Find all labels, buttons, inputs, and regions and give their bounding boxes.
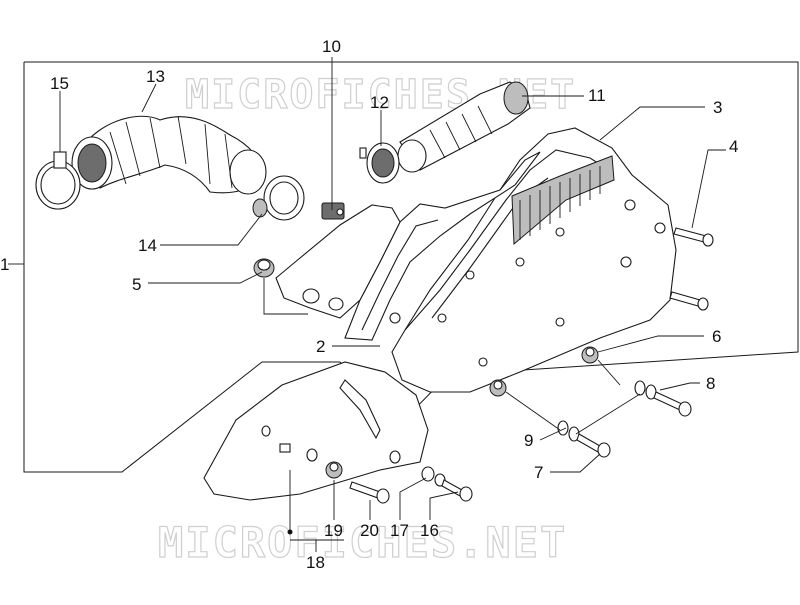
- rubber-grommet: [253, 258, 275, 278]
- callout-11: 11: [588, 86, 606, 105]
- leader-16: [429, 491, 459, 520]
- leader-5a: [148, 271, 263, 284]
- leader-6c: [505, 391, 561, 431]
- leader-5b: [263, 278, 308, 315]
- callout-8: 8: [706, 374, 715, 393]
- callout-2: 2: [316, 337, 325, 356]
- screw-4-upper: [673, 227, 714, 247]
- callout-1: 1: [0, 255, 9, 274]
- leader-6b: [597, 359, 621, 386]
- washer-17: [421, 466, 435, 482]
- intake-snorkel: [397, 81, 531, 173]
- callout-13: 13: [146, 67, 165, 86]
- spacer-6-lower: [489, 379, 507, 397]
- bolt-8: [634, 380, 692, 417]
- lower-cover-plate: [203, 361, 429, 501]
- callout-3: 3: [713, 98, 722, 117]
- callout-12: 12: [370, 93, 389, 112]
- watermark-bottom: MICROFICHES.NET: [158, 518, 567, 567]
- callout-6: 6: [712, 327, 721, 346]
- air-cleaner-housing: [391, 127, 677, 393]
- leader-9a: [539, 427, 567, 441]
- callout-16: 16: [420, 521, 439, 540]
- callout-18: 18: [306, 553, 325, 572]
- bolt-16: [434, 473, 473, 502]
- callout-20: 20: [360, 521, 379, 540]
- retaining-clip: [321, 202, 345, 220]
- intake-hose: [71, 115, 267, 195]
- hose-clamp-14: [252, 175, 305, 221]
- callout-14: 14: [138, 236, 157, 255]
- intake-duct-plate: [275, 204, 401, 319]
- callout-4: 4: [729, 137, 738, 156]
- leader-8: [659, 382, 700, 391]
- leader-6a: [597, 335, 704, 353]
- callout-7: 7: [534, 463, 543, 482]
- callout-15: 15: [50, 74, 69, 93]
- leader-18-dot: [287, 529, 293, 535]
- callout-9: 9: [524, 431, 533, 450]
- screw-4-lower: [669, 291, 709, 311]
- leader-4: [691, 149, 726, 229]
- leader-9b: [575, 393, 641, 435]
- spacer-19: [325, 461, 343, 479]
- callout-10: 10: [322, 37, 341, 56]
- callout-19: 19: [324, 521, 343, 540]
- callout-17: 17: [390, 521, 409, 540]
- leader-17: [399, 477, 427, 520]
- hose-clamp-15: [35, 151, 81, 210]
- hose-clamp-12: [359, 142, 400, 184]
- leader-7: [550, 453, 601, 473]
- callout-5: 5: [132, 275, 141, 294]
- leader-13: [141, 83, 157, 113]
- spacer-6-upper: [581, 346, 599, 364]
- leader-3: [599, 106, 705, 141]
- bolt-20: [349, 481, 390, 504]
- leader-14: [160, 213, 263, 246]
- bolt-7: [557, 420, 611, 458]
